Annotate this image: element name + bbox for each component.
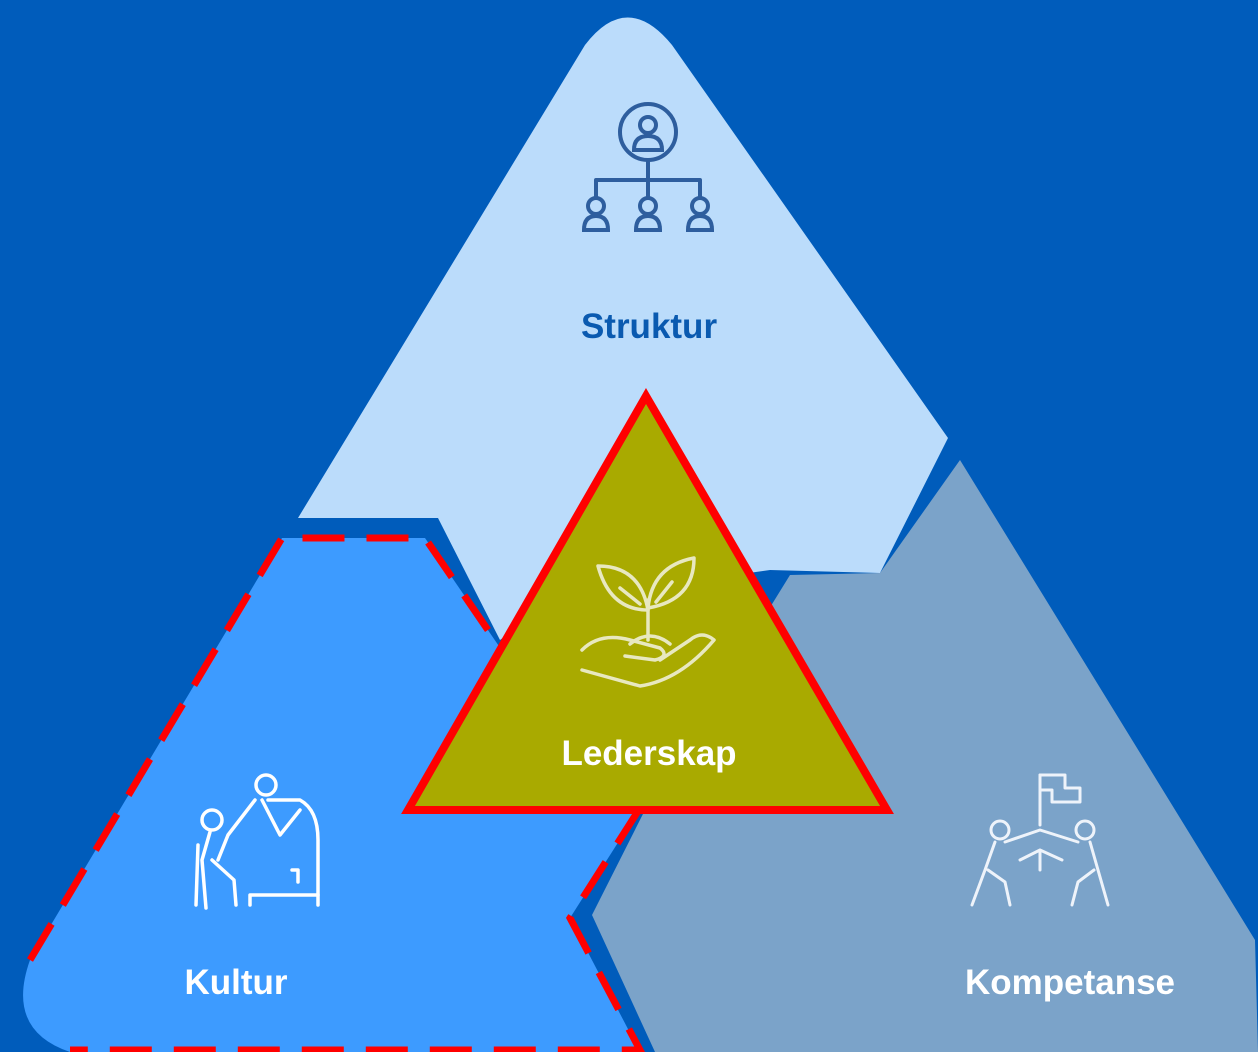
kompetanse-label: Kompetanse <box>965 963 1175 1002</box>
lederskap-label: Lederskap <box>561 734 736 773</box>
people-climbing-icon <box>194 773 320 910</box>
org-chart-icon <box>581 102 715 232</box>
team-flag-icon <box>970 773 1110 907</box>
plant-in-hand-icon <box>580 556 716 688</box>
kultur-label: Kultur <box>184 963 287 1002</box>
kultur-dashed-border <box>26 534 646 1052</box>
kultur-segment <box>23 538 641 1052</box>
struktur-label: Struktur <box>581 307 718 346</box>
kompetanse-segment <box>592 460 1258 1052</box>
struktur-segment <box>298 17 948 640</box>
